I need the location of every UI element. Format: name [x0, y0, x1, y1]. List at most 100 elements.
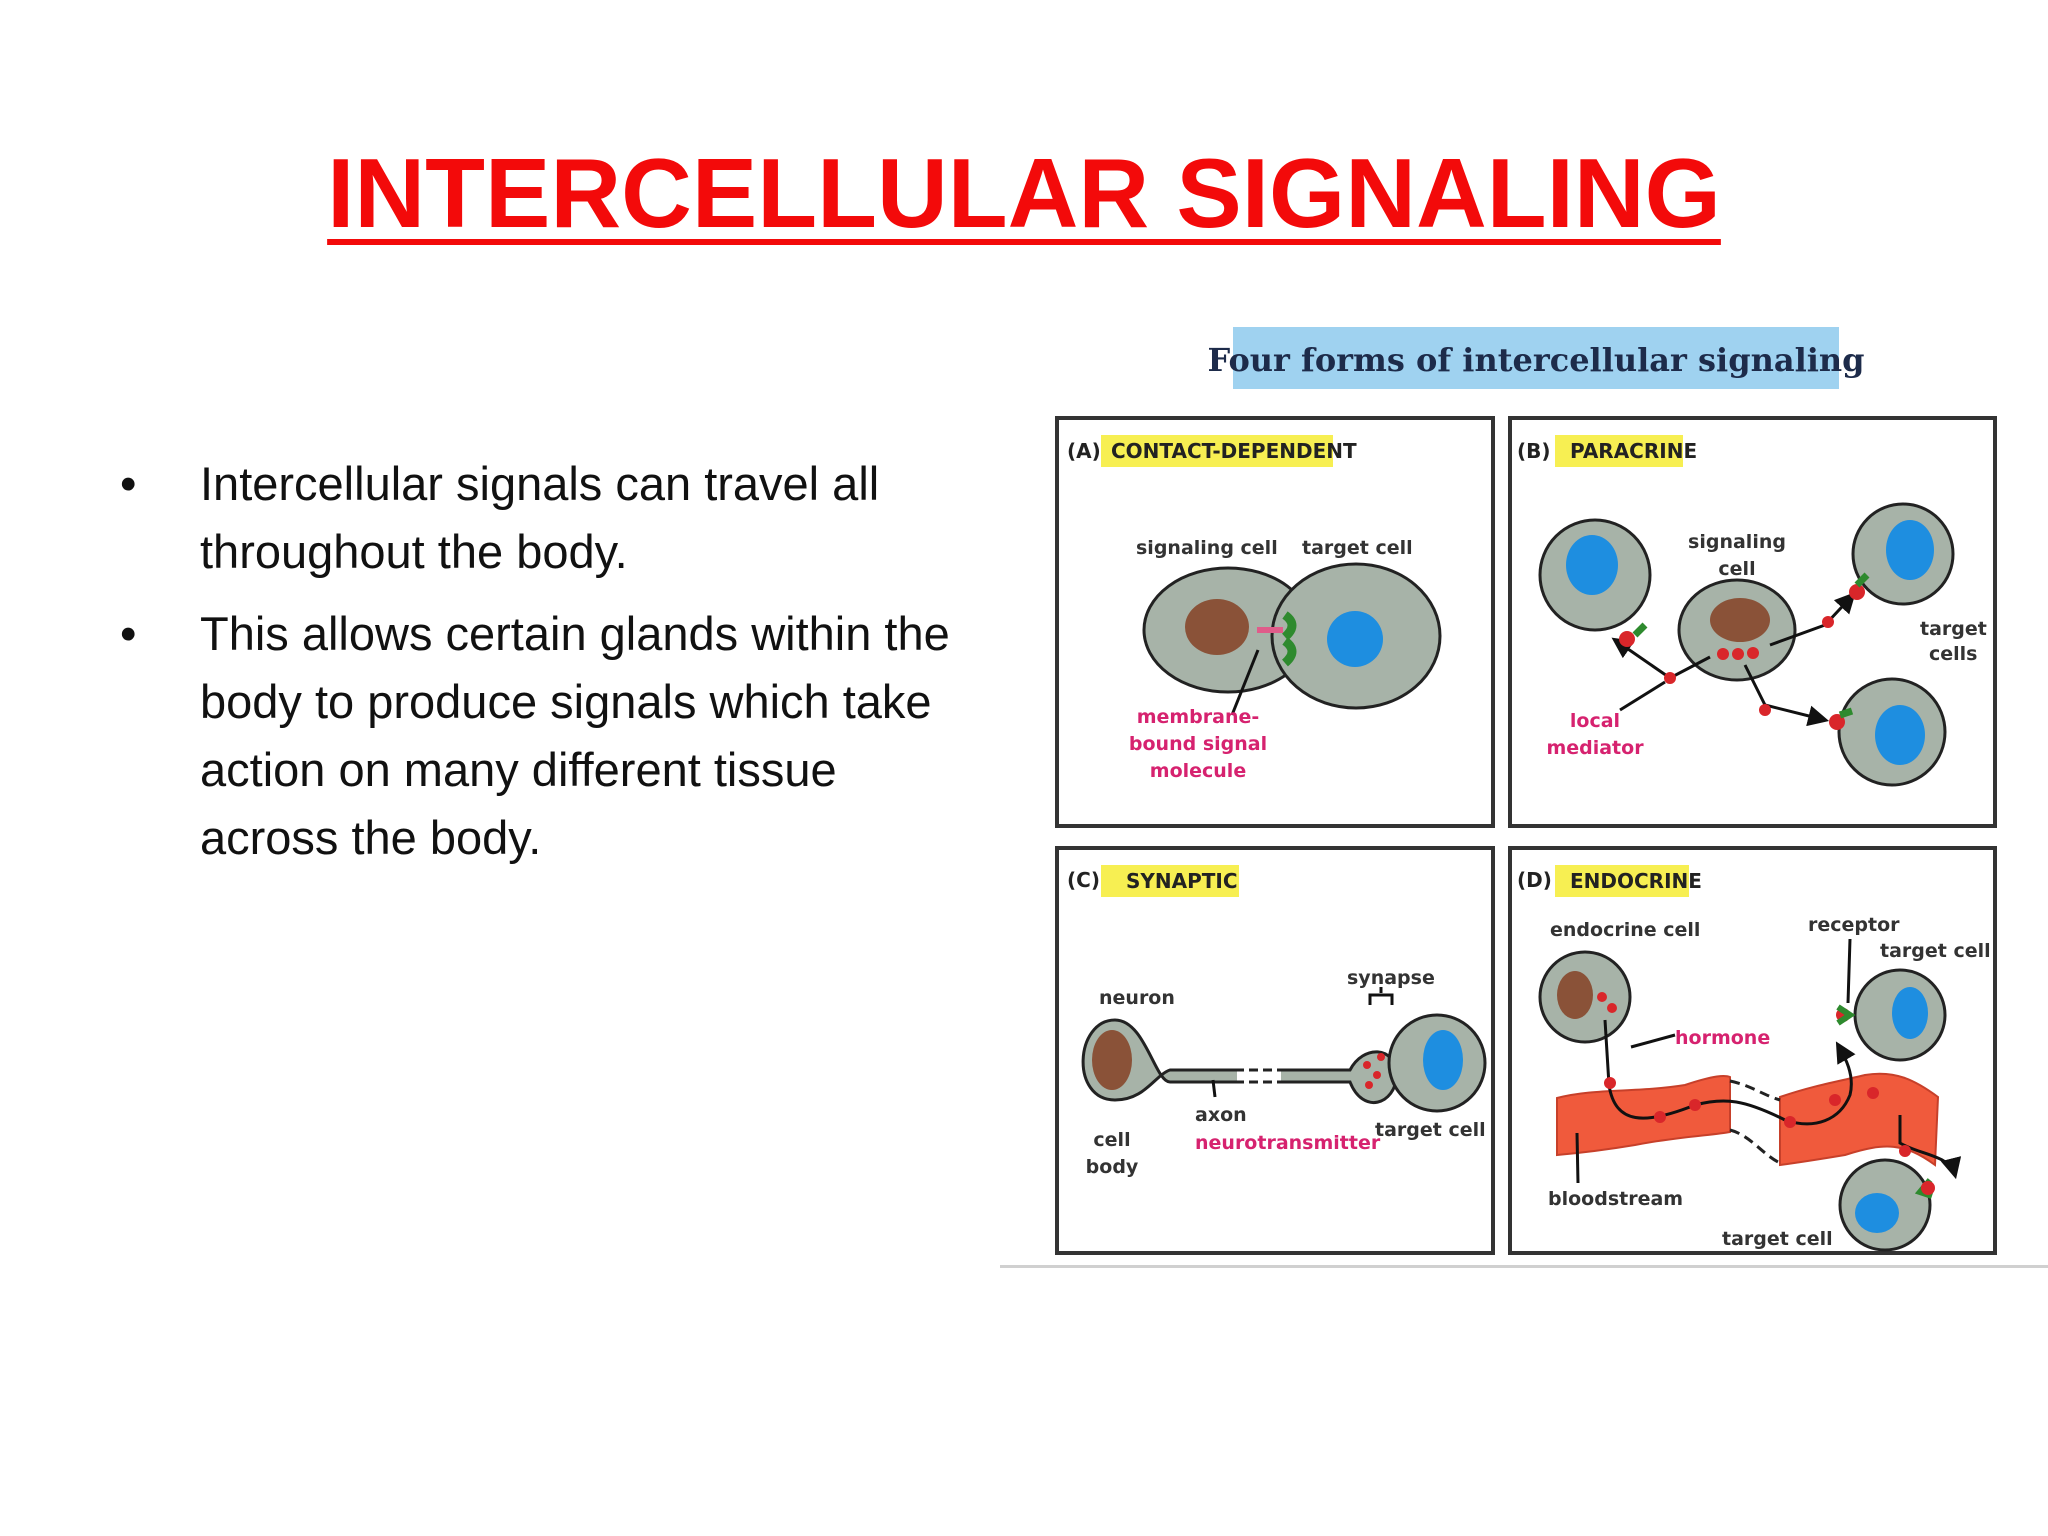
- neuron: [1081, 1018, 1399, 1104]
- local-mediator-label-1: local: [1570, 710, 1620, 732]
- target-cells-label-1: target: [1920, 618, 1987, 640]
- hormone: [1689, 1099, 1701, 1111]
- signaling-diagram: Four forms of intercellular signaling (A…: [1000, 327, 2048, 1268]
- blue-nucleus: [1886, 520, 1934, 580]
- hormone-path: [1603, 1019, 1856, 1126]
- panel-d-label-bg: [1555, 865, 1689, 897]
- neurotransmitter: [1377, 1053, 1385, 1061]
- target-cells-label-2: cells: [1929, 643, 1977, 665]
- cell-body-label-2: body: [1086, 1156, 1139, 1178]
- neurotransmitter: [1373, 1071, 1381, 1079]
- panel-endocrine: (D) ENDOCRINE endocrine cell receptor ta…: [1508, 846, 1997, 1255]
- molecule-label-2: bound signal: [1129, 733, 1267, 755]
- axon-label: axon: [1195, 1104, 1247, 1126]
- brown-nucleus: [1092, 1030, 1132, 1090]
- panel-a-label-bg: [1101, 435, 1333, 467]
- panel-b-letter: (B): [1517, 439, 1551, 463]
- slide-title: INTERCELLULAR SIGNALING: [0, 138, 2048, 248]
- bullet-list: • Intercellular signals can travel all th…: [120, 450, 980, 886]
- blue-nucleus: [1327, 611, 1383, 667]
- panel-c-name: SYNAPTIC: [1126, 869, 1238, 893]
- bullet-glyph: •: [120, 457, 137, 510]
- brown-nucleus: [1710, 598, 1770, 642]
- signaling-cell-label: signaling cell: [1136, 537, 1278, 559]
- blue-nucleus: [1423, 1030, 1463, 1090]
- local-mediator: [1829, 714, 1845, 730]
- target-cell-label-top: target cell: [1880, 940, 1991, 962]
- panel-c-label-bg: [1101, 865, 1239, 897]
- brown-nucleus: [1557, 971, 1593, 1019]
- neurotransmitter: [1363, 1061, 1371, 1069]
- panel-a-letter: (A): [1067, 439, 1101, 463]
- neurotransmitter-label: neurotransmitter: [1195, 1132, 1381, 1154]
- figure-title: Four forms of intercellular signaling: [1207, 341, 1864, 379]
- neuron-label: neuron: [1099, 987, 1175, 1009]
- hormone: [1921, 1181, 1935, 1195]
- local-mediator: [1747, 647, 1759, 659]
- blue-nucleus: [1566, 535, 1618, 595]
- hormone-label: hormone: [1675, 1027, 1770, 1049]
- local-mediator: [1849, 584, 1865, 600]
- endocrine-cell-label: endocrine cell: [1550, 919, 1700, 941]
- panel-d-name: ENDOCRINE: [1570, 869, 1702, 893]
- local-mediator: [1619, 631, 1635, 647]
- bullet-item: • This allows certain glands within the b…: [120, 600, 980, 872]
- bullet-glyph: •: [120, 607, 137, 660]
- molecule-label-1: membrane-: [1137, 706, 1260, 728]
- local-mediator: [1759, 704, 1771, 716]
- cell-body-label-1: cell: [1093, 1129, 1130, 1151]
- hormone: [1784, 1116, 1796, 1128]
- axon-gap: [1237, 1063, 1281, 1088]
- bullet-item: • Intercellular signals can travel all th…: [120, 450, 980, 586]
- figure-title-bg: [1233, 327, 1839, 389]
- membrane-bound-molecule: [1257, 627, 1283, 633]
- synapse-bracket: [1368, 987, 1394, 1005]
- panel-paracrine: (B) PARACRINE signaling cell target cell: [1508, 416, 1997, 828]
- brown-nucleus: [1185, 599, 1249, 655]
- hormone: [1604, 1077, 1616, 1089]
- blue-nucleus: [1855, 1193, 1899, 1233]
- molecule-label-3: molecule: [1150, 760, 1246, 782]
- bloodstream-label: bloodstream: [1548, 1188, 1683, 1210]
- bullet-text: This allows certain glands within the bo…: [200, 607, 950, 864]
- synapse-label: synapse: [1347, 967, 1435, 989]
- panel-d-letter: (D): [1517, 868, 1552, 892]
- panel-b-name: PARACRINE: [1570, 439, 1697, 463]
- receptor: [1836, 1004, 1856, 1026]
- signaling-cell-label-2: cell: [1718, 558, 1755, 580]
- panel-a-name: CONTACT-DEPENDENT: [1111, 439, 1357, 463]
- panel-contact-dependent: (A) CONTACT-DEPENDENT signaling cell tar…: [1055, 416, 1495, 828]
- bullet-text: Intercellular signals can travel all thr…: [200, 457, 880, 578]
- pointer-line: [1630, 1033, 1676, 1049]
- panel-b-label-bg: [1555, 435, 1683, 467]
- target-cell-label-bottom: target cell: [1722, 1228, 1833, 1250]
- receptor: [1632, 572, 1870, 719]
- pointer-line: [1575, 1132, 1580, 1184]
- hormone: [1899, 1145, 1911, 1157]
- target-cell-label: target cell: [1375, 1119, 1486, 1141]
- pointer-line: [1846, 938, 1852, 1004]
- pointer-line: [1230, 649, 1260, 716]
- blue-nucleus: [1875, 705, 1925, 765]
- figure-bottom-rule: [1000, 1265, 2048, 1268]
- local-mediator: [1664, 672, 1676, 684]
- hormone: [1829, 1094, 1841, 1106]
- pointer-line: [1619, 680, 1666, 712]
- hormone: [1597, 992, 1607, 1002]
- local-mediator: [1717, 648, 1729, 660]
- hormone: [1654, 1111, 1666, 1123]
- local-mediator-label-2: mediator: [1546, 737, 1644, 759]
- bloodstream: [1556, 1075, 1731, 1157]
- local-mediator: [1822, 616, 1834, 628]
- signaling-cell-label-1: signaling: [1688, 531, 1786, 553]
- panel-synaptic: (C) SYNAPTIC neuron synapse axon cell bo…: [1055, 846, 1495, 1255]
- pointer-line: [1211, 1079, 1217, 1098]
- receptor: [1281, 611, 1297, 667]
- neurotransmitter: [1365, 1081, 1373, 1089]
- blue-nucleus: [1892, 987, 1928, 1039]
- hormone: [1867, 1087, 1879, 1099]
- local-mediator: [1732, 648, 1744, 660]
- target-cell-label: target cell: [1302, 537, 1413, 559]
- slide-title-text: INTERCELLULAR SIGNALING: [327, 138, 1721, 248]
- receptor-label: receptor: [1808, 914, 1900, 936]
